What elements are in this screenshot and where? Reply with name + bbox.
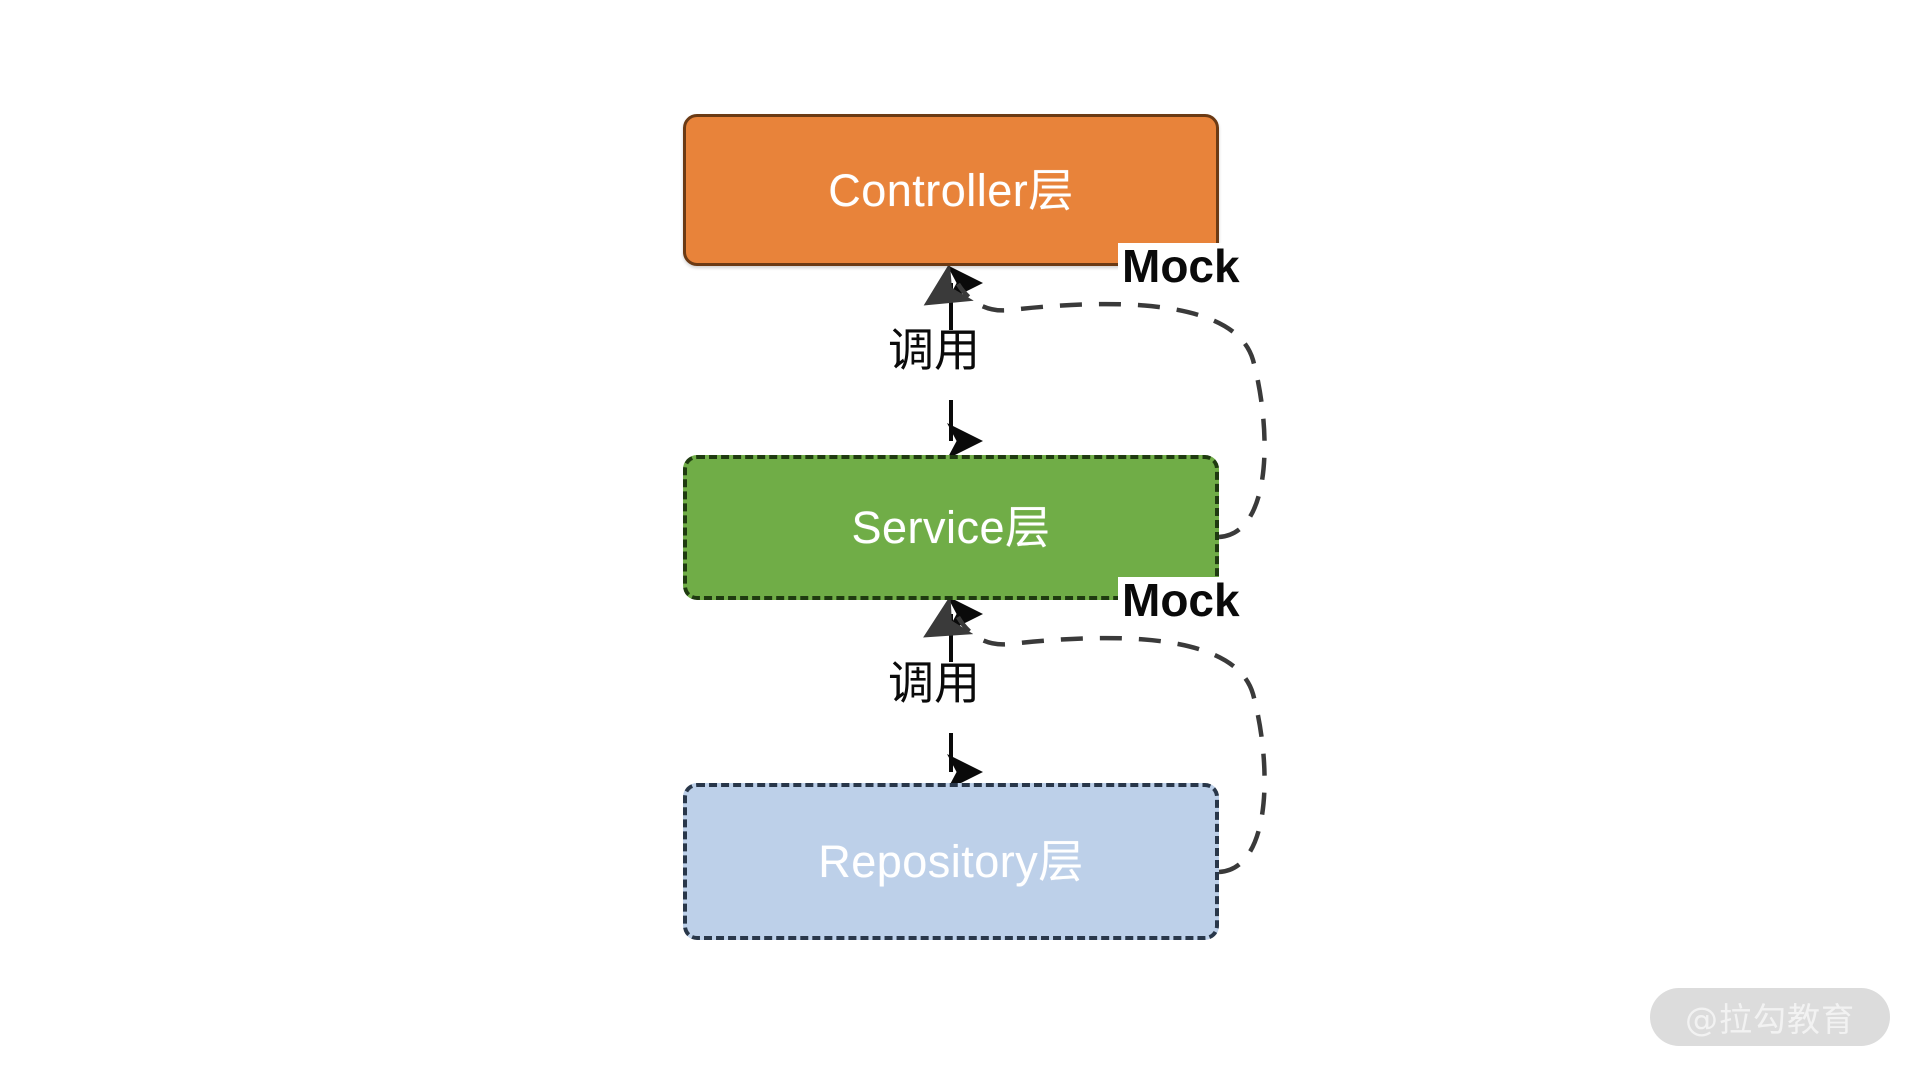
watermark-text: @拉勾教育	[1685, 1000, 1855, 1039]
layer-box-controller-label: Controller层	[828, 164, 1074, 216]
layer-box-service-label: Service层	[851, 502, 1051, 553]
mock-curve-repository-to-service	[923, 595, 1267, 875]
edge-label-mock-repository: Mock	[1118, 577, 1244, 623]
layer-box-controller[interactable]: Controller层	[683, 114, 1219, 266]
edge-label-mock-service: Mock	[1118, 243, 1244, 289]
mock-curve-service-to-controller	[923, 262, 1267, 540]
layer-box-repository[interactable]: Repository层	[683, 783, 1219, 940]
edge-label-call-service-repository: 调用	[888, 656, 980, 710]
layer-box-service[interactable]: Service层	[683, 455, 1219, 600]
watermark-badge: @拉勾教育	[1650, 988, 1890, 1046]
edge-label-call-controller-service: 调用	[888, 323, 980, 377]
layer-box-repository-label: Repository层	[818, 836, 1084, 887]
